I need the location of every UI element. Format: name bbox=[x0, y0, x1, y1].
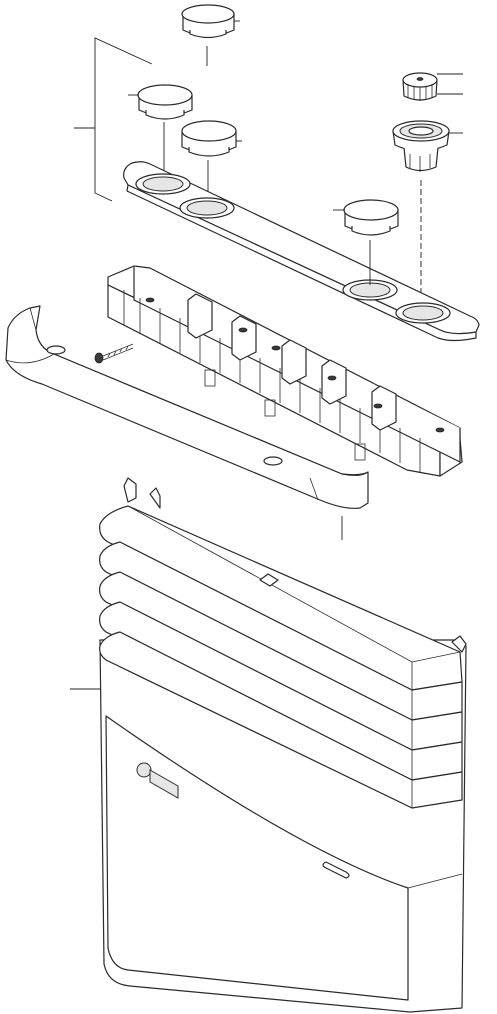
grille-part-150 bbox=[99, 477, 467, 1013]
cap-part-10-upper bbox=[137, 84, 193, 120]
frame-part-130 bbox=[107, 265, 463, 477]
bracket-30 bbox=[74, 37, 153, 202]
grille-slat-5 bbox=[99, 631, 463, 809]
cap-part-20 bbox=[181, 4, 235, 39]
trim-part-140 bbox=[5, 305, 369, 509]
screw bbox=[94, 343, 134, 364]
top-panel-part-30 bbox=[123, 161, 480, 342]
cap-part-10-middle bbox=[181, 120, 237, 157]
knob-part-110 bbox=[402, 72, 438, 101]
cap-part-10-right bbox=[343, 199, 399, 236]
logo-badge bbox=[136, 762, 179, 799]
dial-part-80 bbox=[392, 120, 450, 172]
